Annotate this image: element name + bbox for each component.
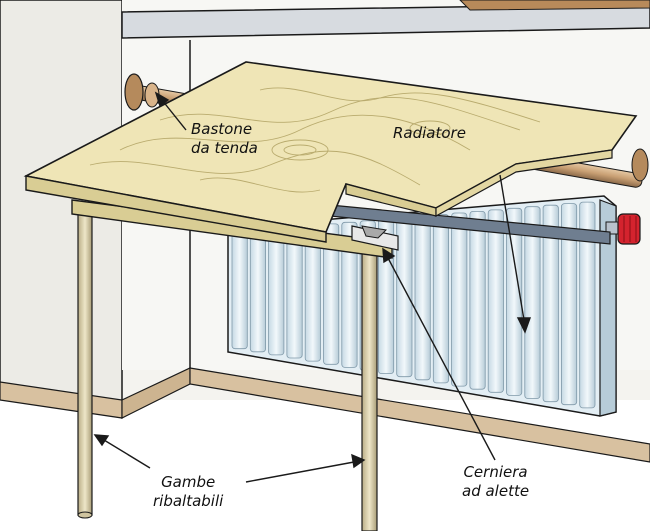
label-radiator-line1: Radiatore	[393, 124, 466, 142]
radiator-fin	[286, 226, 303, 359]
radiator-fin	[396, 217, 413, 378]
label-hinge-line1: Cerniera	[463, 463, 528, 481]
leader-curtain-rod	[161, 99, 187, 131]
arrow-curtain-rod	[154, 91, 170, 108]
radiator-valve	[605, 213, 641, 245]
curtain-rod-bracket	[124, 73, 144, 111]
leader-leg-left	[103, 439, 151, 469]
radiator-fin	[579, 201, 596, 409]
leg-left-foot	[77, 511, 93, 519]
leader-leg-right	[245, 461, 355, 483]
label-hinge-line2: ad alette	[462, 482, 530, 500]
label-legs: Gambe ribaltabili	[153, 473, 223, 511]
label-legs-line2: ribaltabili	[153, 492, 224, 510]
label-legs-line1: Gambe	[161, 473, 216, 491]
radiator-fin	[231, 231, 248, 350]
tabletop-edge-right	[435, 149, 613, 218]
arrow-hinge	[382, 247, 396, 264]
radiator-fin	[323, 223, 340, 365]
label-hinge: Cerniera ad alette	[462, 463, 529, 501]
radiator-fin	[451, 212, 468, 387]
arrow-leg-left	[93, 434, 110, 447]
leader-radiator	[499, 174, 525, 321]
radiator-fin	[506, 207, 523, 396]
radiator-fin	[268, 228, 285, 356]
arrow-radiator	[516, 317, 531, 334]
label-curtain-rod-line1: Bastone	[191, 120, 253, 138]
label-curtain-rod: Bastone da tenda	[191, 120, 258, 158]
wood-grain	[89, 87, 541, 193]
label-curtain-rod-line2: da tenda	[191, 139, 258, 157]
radiator-fin	[487, 209, 504, 393]
hinge	[351, 225, 399, 251]
radiator-fin	[561, 203, 578, 406]
leader-lines	[93, 91, 531, 483]
radiator-fins	[231, 201, 596, 409]
leg-right	[361, 251, 378, 531]
floor	[0, 410, 650, 531]
radiator-fin	[542, 204, 559, 403]
radiator-fin	[524, 206, 541, 399]
tabletop-edge	[25, 175, 327, 243]
radiator	[227, 195, 617, 417]
baseboard-back	[189, 367, 650, 463]
radiator-fin	[341, 221, 358, 368]
radiator-fin	[414, 215, 431, 381]
window-frame	[459, 0, 650, 11]
radiator-fin	[249, 229, 267, 353]
leader-hinge	[387, 257, 496, 461]
radiator-fin	[432, 214, 449, 384]
leg-left	[77, 204, 93, 516]
curtain-rod-bracket-right	[631, 148, 649, 182]
arrow-leg-right	[351, 453, 366, 469]
radiator-fin	[469, 210, 486, 390]
label-radiator: Radiatore	[393, 124, 466, 143]
